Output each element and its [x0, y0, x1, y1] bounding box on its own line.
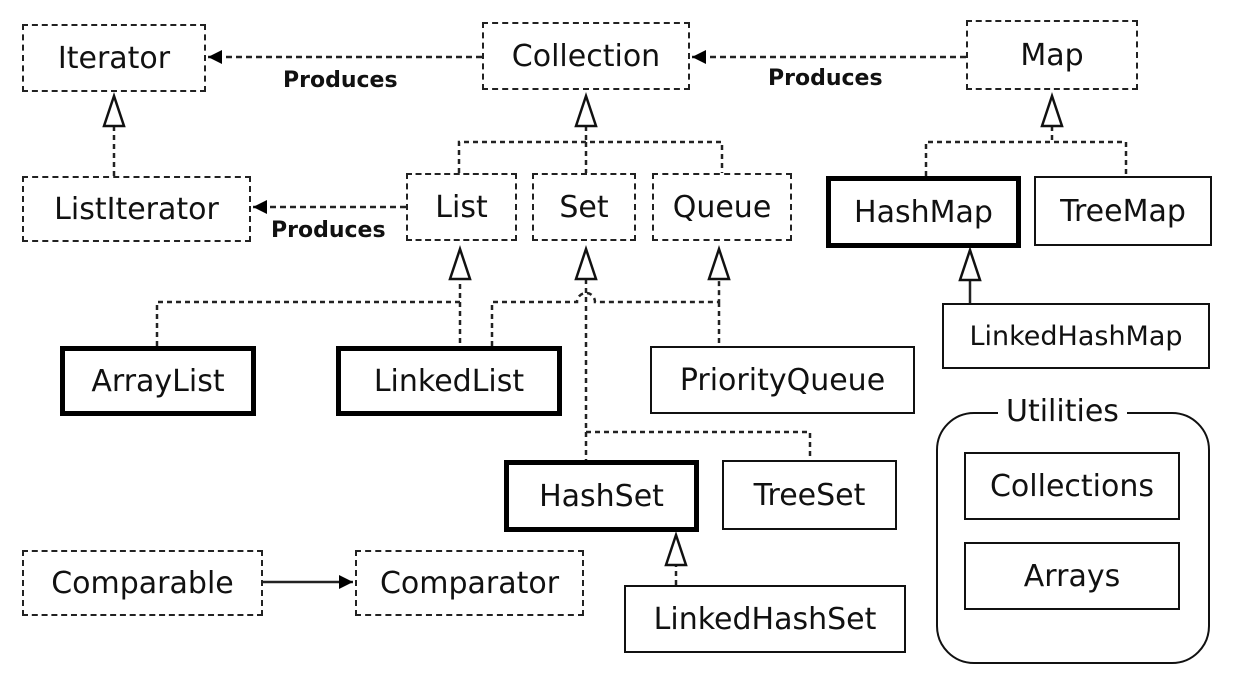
- inherit-triangle-set: [574, 245, 598, 281]
- produces-label: Produces: [271, 218, 386, 243]
- linkedhashmap-node: LinkedHashMap: [942, 303, 1210, 369]
- produces-label: Produces: [283, 68, 398, 93]
- inherit-triangle-map: [1040, 92, 1064, 128]
- hashset-node: HashSet: [504, 460, 699, 532]
- comparable-node: Comparable: [22, 550, 263, 616]
- edge-collection-subinterfaces: [457, 126, 724, 173]
- inherit-triangle-collection: [574, 92, 598, 128]
- treeset-node: TreeSet: [722, 460, 897, 530]
- inherit-triangle-hashmap: [958, 246, 982, 282]
- map-node: Map: [966, 20, 1138, 90]
- edge-map-implementations: [924, 126, 1128, 176]
- treemap-node: TreeMap: [1034, 176, 1212, 246]
- inherit-triangle-list: [448, 245, 472, 281]
- linkedlist-node: LinkedList: [336, 346, 562, 416]
- inherit-triangle-queue: [707, 245, 731, 281]
- iterator-node: Iterator: [22, 24, 206, 92]
- inherit-triangle-hashset: [664, 531, 688, 567]
- comparator-node: Comparator: [355, 550, 584, 616]
- inherit-triangle-iterator: [102, 92, 126, 128]
- set-node: Set: [532, 173, 636, 241]
- utilities-title: Utilities: [998, 394, 1127, 429]
- hashmap-node: HashMap: [826, 176, 1021, 248]
- edge-list-implementations: [155, 279, 462, 346]
- edge-linkedlist-implements-queue: [490, 279, 721, 346]
- linkedhashset-node: LinkedHashSet: [624, 585, 906, 653]
- queue-node: Queue: [652, 173, 792, 241]
- edge-set-implementations: [584, 279, 812, 460]
- collection-node: Collection: [482, 22, 690, 90]
- priorityqueue-node: PriorityQueue: [650, 346, 915, 414]
- arraylist-node: ArrayList: [60, 346, 256, 416]
- utilities-group: [936, 412, 1210, 664]
- list-node: List: [406, 173, 517, 241]
- produces-label: Produces: [768, 66, 883, 91]
- arrays-node: Arrays: [964, 542, 1180, 610]
- collections-node: Collections: [964, 452, 1180, 520]
- listiterator-node: ListIterator: [22, 176, 251, 242]
